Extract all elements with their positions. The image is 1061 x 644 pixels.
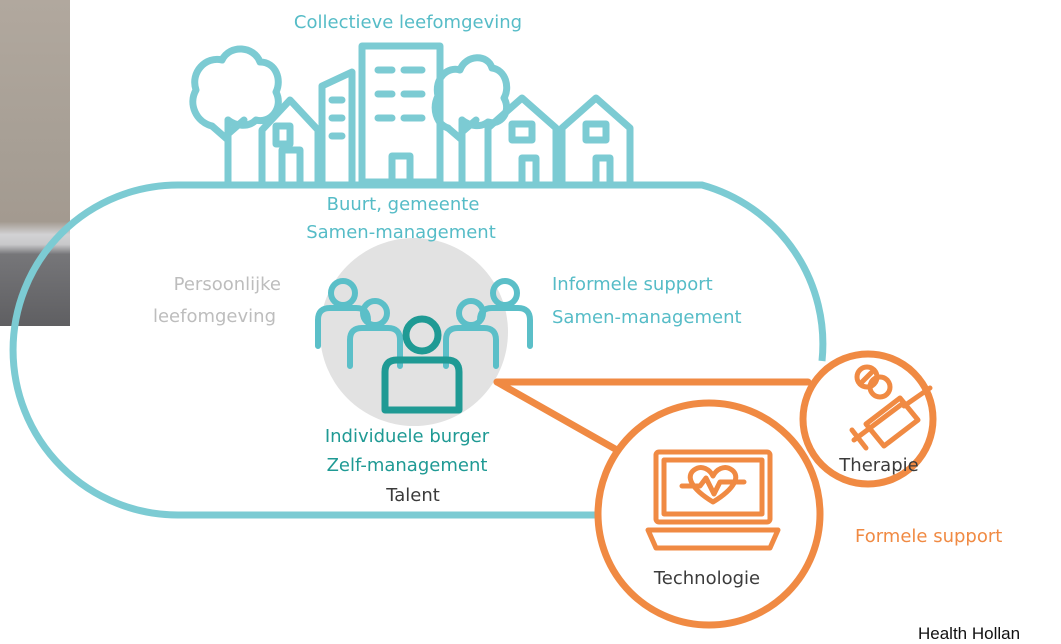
collective-environment-label: Collectieve leefomgeving	[293, 12, 523, 33]
formal-support-label: Formele support	[855, 526, 1003, 547]
personal-environment-outline	[9, 181, 827, 519]
people-icon	[315, 278, 533, 369]
citizen-circle	[320, 238, 508, 426]
personal-environment-label-2: leefomgeving	[152, 306, 276, 327]
formal-support-connector	[493, 378, 812, 458]
informal-support-sub-label: Samen-management	[552, 307, 742, 328]
credit-text: Health Hollan	[918, 624, 1021, 643]
citizen-sub-label: Zelf-management	[326, 455, 488, 476]
city-skyline-icon	[189, 42, 634, 186]
syringe-pill-icon	[849, 364, 933, 451]
personal-environment-label-1: Persoonlijke	[173, 274, 281, 295]
citizen-talent-label: Talent	[386, 485, 440, 506]
citizen-label: Individuele burger	[324, 426, 490, 447]
laptop-heart-icon	[645, 449, 781, 551]
neighbourhood-sub-label: Samen-management	[306, 222, 496, 243]
therapy-label: Therapie	[839, 455, 919, 476]
technology-label: Technologie	[653, 568, 761, 589]
informal-support-label: Informele support	[552, 274, 713, 295]
therapy-circle	[799, 350, 937, 488]
neighbourhood-label: Buurt, gemeente	[326, 194, 480, 215]
citizen-icon	[381, 315, 463, 414]
